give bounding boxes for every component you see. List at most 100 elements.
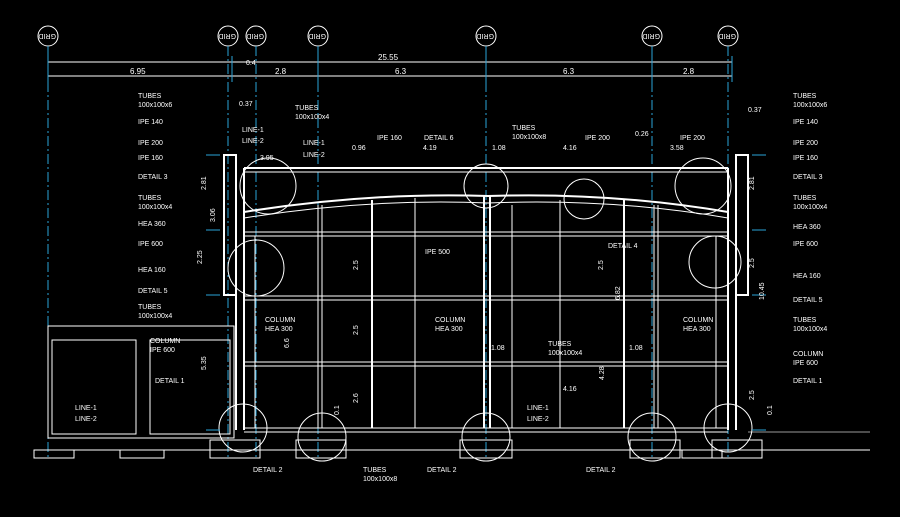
dimension-label: 2.5 xyxy=(749,258,756,268)
left-label: TUBES xyxy=(138,195,162,202)
dimension-label: 4.16 xyxy=(563,386,577,393)
interior-label: IPE 200 xyxy=(585,135,610,142)
grid-label: GRID xyxy=(309,32,327,39)
interior-label: 100x100x4 xyxy=(548,350,582,357)
grid-label: GRID xyxy=(477,32,495,39)
interior-label: HEA 300 xyxy=(435,326,463,333)
detail-circles xyxy=(218,157,753,462)
interior-label: HEA 300 xyxy=(265,326,293,333)
dimension-label: 2.6 xyxy=(353,393,360,403)
dimension-3: 6.3 xyxy=(395,67,407,76)
grid-label: GRID xyxy=(247,32,265,39)
left-label: TUBES xyxy=(138,304,162,311)
dimension-label: 10.45 xyxy=(759,282,766,300)
dimension-label: 6.6 xyxy=(284,338,291,348)
dimension-5: 2.8 xyxy=(683,67,695,76)
interior-label: COLUMN xyxy=(683,317,713,324)
overall-dimension: 25.55 xyxy=(378,53,399,62)
right-label: IPE 160 xyxy=(793,155,818,162)
dimension-label: 0.26 xyxy=(635,131,649,138)
left-label: IPE 600 xyxy=(138,241,163,248)
dimension-label: 2.5 xyxy=(749,390,756,400)
cyan-markers xyxy=(47,56,766,431)
dimension-label: 1.08 xyxy=(629,345,643,352)
interior-label: TUBES xyxy=(512,125,536,132)
interior-label: TUBES xyxy=(548,341,572,348)
interior-label: LINE-1 xyxy=(303,140,325,147)
left-label: 100x100x4 xyxy=(138,204,172,211)
dimension-label: 6.82 xyxy=(615,286,622,300)
interior-label: TUBES xyxy=(295,105,319,112)
interior-label: LINE-1 xyxy=(242,127,264,134)
left-label: DETAIL 5 xyxy=(138,288,168,295)
dimension-label: 4.19 xyxy=(423,145,437,152)
dimension-2: 2.8 xyxy=(275,67,287,76)
dimension-label: 2.5 xyxy=(353,325,360,335)
left-label: IPE 140 xyxy=(138,119,163,126)
right-label: DETAIL 5 xyxy=(793,297,823,304)
dimension-4: 6.3 xyxy=(563,67,575,76)
left-label: DETAIL 1 xyxy=(155,378,185,385)
dimension-label: 1.08 xyxy=(492,145,506,152)
right-label: 100x100x6 xyxy=(793,102,827,109)
dimension-label: 2.5 xyxy=(353,260,360,270)
dimension-label: 0.1 xyxy=(767,405,774,415)
interior-label: 100x100x4 xyxy=(295,114,329,121)
interior-label: LINE-2 xyxy=(527,416,549,423)
dimension-label: 0.37 xyxy=(748,107,762,114)
interior-label: LINE-2 xyxy=(75,416,97,423)
right-label: HEA 360 xyxy=(793,224,821,231)
grid-label: GRID xyxy=(643,32,661,39)
interior-label: COLUMN xyxy=(265,317,295,324)
interior-label: LINE-1 xyxy=(527,405,549,412)
right-label: 100x100x4 xyxy=(793,326,827,333)
left-label: IPE 200 xyxy=(138,140,163,147)
right-label: IPE 200 xyxy=(793,140,818,147)
interior-label: IPE 500 xyxy=(425,249,450,256)
dimension-label: 5.35 xyxy=(201,356,208,370)
dimension-label: 1.08 xyxy=(491,345,505,352)
grid-label: GRID xyxy=(719,32,737,39)
interior-label: DETAIL 2 xyxy=(586,467,616,474)
left-label: DETAIL 3 xyxy=(138,174,168,181)
dimension-label: 3.95 xyxy=(260,155,274,162)
dimension-offset: 0.4 xyxy=(246,60,256,67)
dimension-label: 3.58 xyxy=(670,145,684,152)
grid-label: GRID xyxy=(39,32,57,39)
right-label: COLUMN xyxy=(793,351,823,358)
right-label: IPE 600 xyxy=(793,241,818,248)
left-label: TUBES xyxy=(138,93,162,100)
grid-label: GRID xyxy=(219,32,237,39)
right-label: TUBES xyxy=(793,93,817,100)
interior-label: DETAIL 2 xyxy=(427,467,457,474)
dimension-label: 0.96 xyxy=(352,145,366,152)
left-label: 100x100x6 xyxy=(138,102,172,109)
interior-label: DETAIL 4 xyxy=(608,243,638,250)
interior-label: LINE-2 xyxy=(303,152,325,159)
left-label: IPE 600 xyxy=(150,347,175,354)
left-label: IPE 160 xyxy=(138,155,163,162)
interior-label: HEA 300 xyxy=(683,326,711,333)
left-label: 100x100x4 xyxy=(138,313,172,320)
interior-label: LINE-2 xyxy=(242,138,264,145)
dimension-label: 2.25 xyxy=(197,250,204,264)
interior-label: TUBES xyxy=(363,467,387,474)
interior-label: 100x100x8 xyxy=(512,134,546,141)
dimension-lines: 25.55 6.95 2.8 6.3 6.3 2.8 0.4 xyxy=(48,53,732,77)
right-label: DETAIL 1 xyxy=(793,378,823,385)
right-label: TUBES xyxy=(793,195,817,202)
interior-label: DETAIL 6 xyxy=(424,135,454,142)
dimension-1: 6.95 xyxy=(130,67,146,76)
dimension-label: 4.28 xyxy=(599,366,606,380)
dimension-label: 2.81 xyxy=(201,176,208,190)
right-label: IPE 600 xyxy=(793,360,818,367)
interior-label: 100x100x8 xyxy=(363,476,397,483)
dimension-label: 0.37 xyxy=(239,101,253,108)
interior-label: IPE 160 xyxy=(377,135,402,142)
right-label: 100x100x4 xyxy=(793,204,827,211)
right-label: HEA 160 xyxy=(793,273,821,280)
dimension-label: 4.16 xyxy=(563,145,577,152)
